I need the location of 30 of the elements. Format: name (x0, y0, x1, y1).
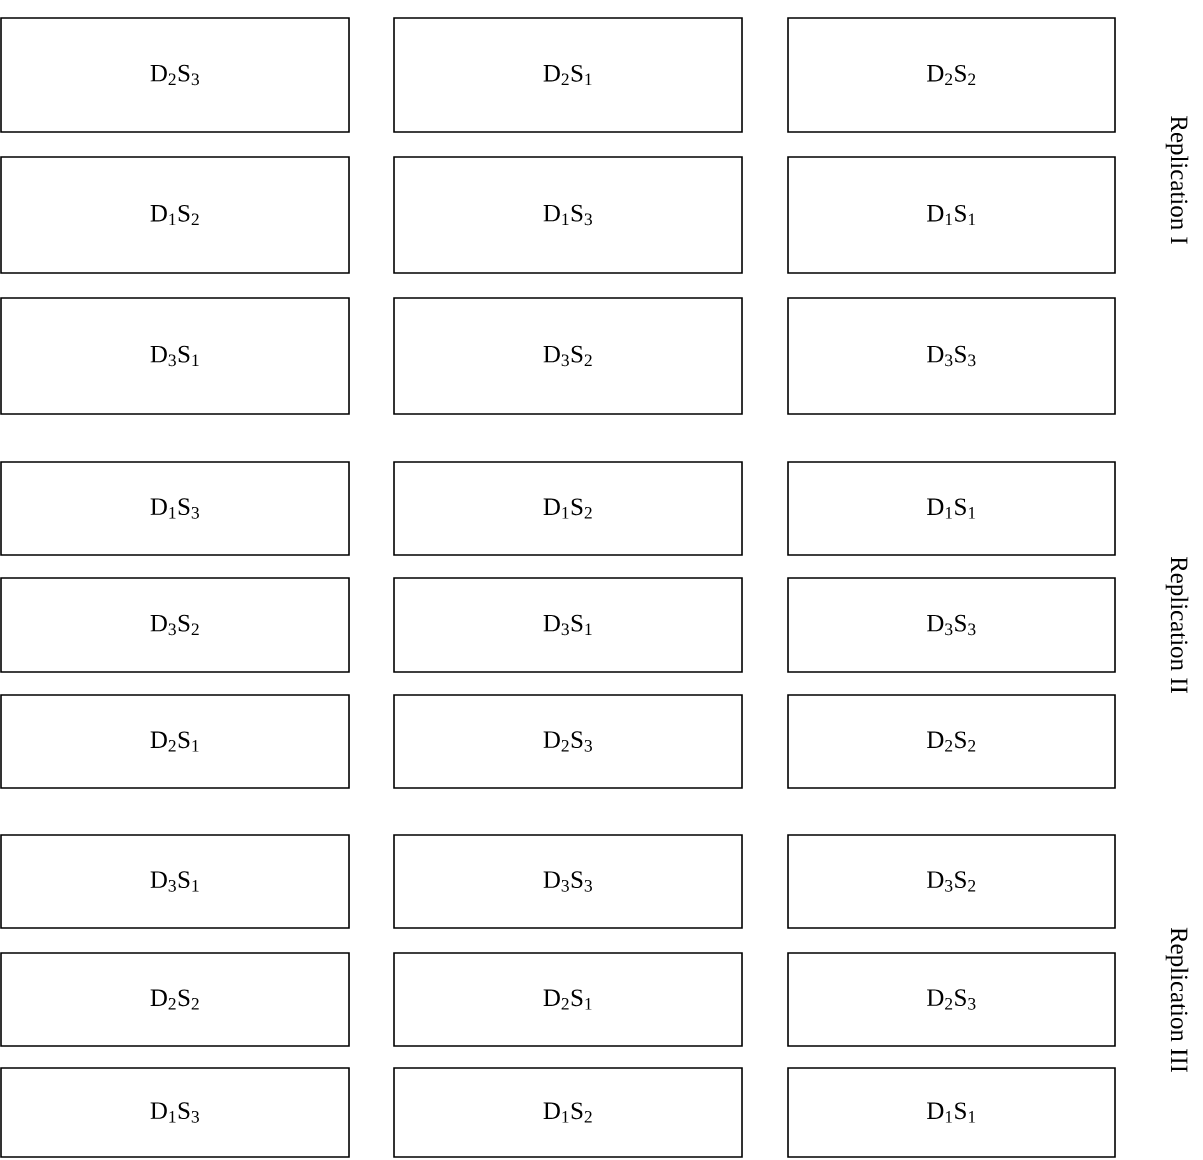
plot-box: D$_{2}$S$_{3}$ (393, 694, 743, 789)
plot-box: D$_{2}$S$_{2}$ (0, 952, 350, 1047)
plot-box: D$_{1}$S$_{2}$ (0, 156, 350, 274)
plot-box: D$_{2}$S$_{1}$ (393, 17, 743, 133)
plot-box: D$_{2}$S$_{2}$ (787, 17, 1116, 133)
plot-box: D$_{3}$S$_{1}$ (393, 577, 743, 673)
plot-box: D$_{3}$S$_{2}$ (0, 577, 350, 673)
plot-box: D$_{1}$S$_{3}$ (0, 461, 350, 556)
plot-box: D$_{3}$S$_{3}$ (787, 297, 1116, 415)
plot-box: D$_{1}$S$_{2}$ (393, 461, 743, 556)
plot-box: D$_{1}$S$_{1}$ (787, 1067, 1116, 1158)
replication-label: Replication I (1165, 116, 1189, 244)
plot-box: D$_{3}$S$_{3}$ (393, 834, 743, 929)
plot-box: D$_{3}$S$_{2}$ (787, 834, 1116, 929)
plot-box: D$_{3}$S$_{3}$ (787, 577, 1116, 673)
plot-box: D$_{2}$S$_{3}$ (787, 952, 1116, 1047)
plot-box: D$_{2}$S$_{1}$ (393, 952, 743, 1047)
replication-label: Replication II (1165, 556, 1189, 693)
plot-box: D$_{3}$S$_{1}$ (0, 297, 350, 415)
plot-box: D$_{3}$S$_{1}$ (0, 834, 350, 929)
plot-box: D$_{2}$S$_{2}$ (787, 694, 1116, 789)
plot-box: D$_{1}$S$_{1}$ (787, 156, 1116, 274)
plot-box: D$_{1}$S$_{3}$ (0, 1067, 350, 1158)
plot-box: D$_{1}$S$_{1}$ (787, 461, 1116, 556)
plot-box: D$_{3}$S$_{2}$ (393, 297, 743, 415)
replication-label: Replication III (1165, 927, 1189, 1073)
plot-box: D$_{1}$S$_{2}$ (393, 1067, 743, 1158)
plot-box: D$_{2}$S$_{3}$ (0, 17, 350, 133)
plot-box: D$_{1}$S$_{3}$ (393, 156, 743, 274)
plot-box: D$_{2}$S$_{1}$ (0, 694, 350, 789)
